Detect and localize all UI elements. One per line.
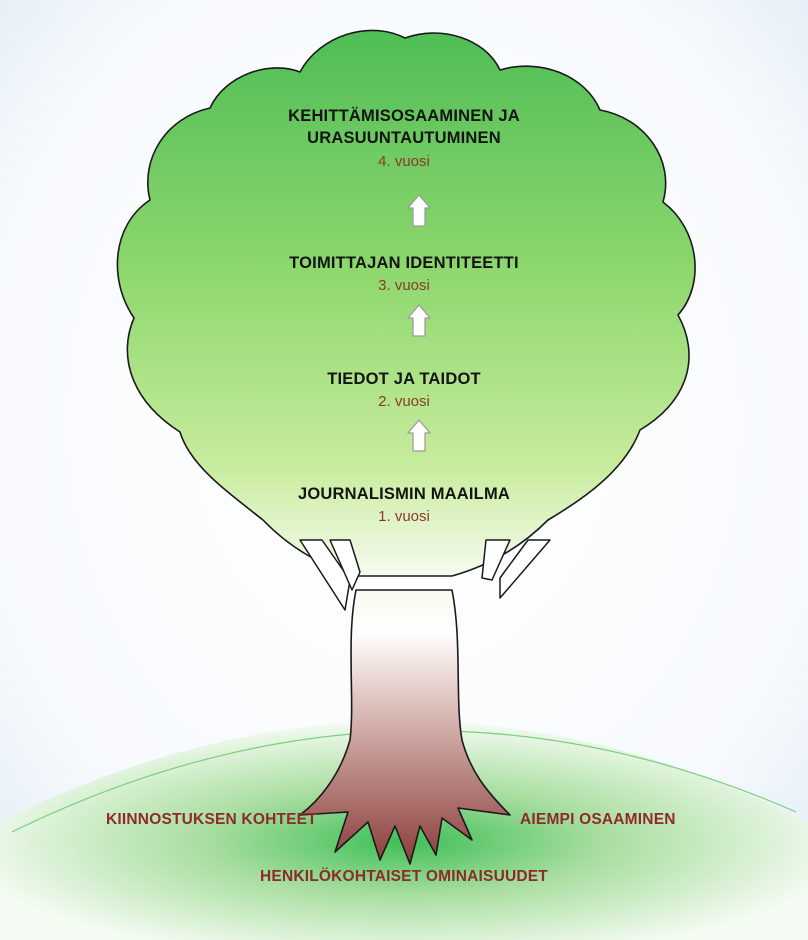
tree-canopy — [116, 29, 696, 577]
tree-trunk — [299, 589, 511, 865]
stage-3-title: TOIMITTAJAN IDENTITEETTI — [289, 254, 519, 272]
branch-right-outer — [499, 539, 551, 599]
stage-1-year: 1. vuosi — [378, 508, 430, 525]
ground-label-bottom: HENKILÖKOHTAISET OMINAISUUDET — [260, 868, 548, 885]
stage-4-year: 4. vuosi — [378, 153, 430, 170]
stage-3-year: 3. vuosi — [378, 277, 430, 294]
stage-4-title-line1: KEHITTÄMISOSAAMINEN JA — [288, 107, 520, 125]
arrow-up-icon — [407, 304, 431, 337]
branch-left-inner — [329, 539, 361, 591]
ground-label-right: AIEMPI OSAAMINEN — [520, 811, 676, 828]
stage-2-year: 2. vuosi — [378, 393, 430, 410]
ground-label-left: KIINNOSTUKSEN KOHTEET — [106, 811, 317, 828]
stage-2-title: TIEDOT JA TAIDOT — [327, 370, 481, 388]
arrow-up-icon — [407, 194, 431, 227]
arrow-up-icon — [407, 419, 431, 452]
branch-right-inner — [481, 539, 511, 581]
stage-4-title-line2: URASUUNTAUTUMINEN — [307, 129, 501, 147]
stage-1-title: JOURNALISMIN MAAILMA — [297, 485, 511, 503]
